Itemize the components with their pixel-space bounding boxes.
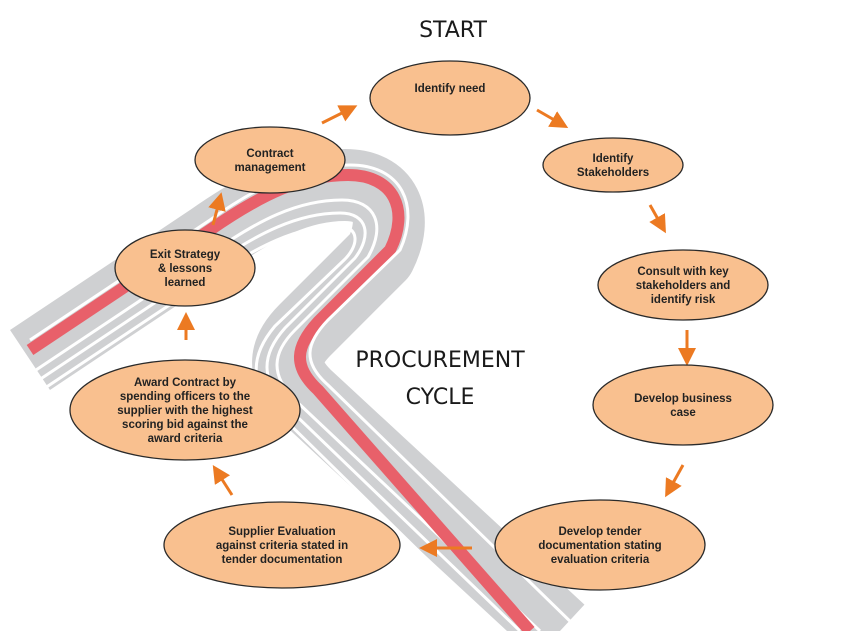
node-label-line: Develop tender xyxy=(558,526,642,538)
node-ellipse xyxy=(597,249,769,321)
track-grey-band xyxy=(10,149,585,631)
node-ellipse xyxy=(69,359,301,461)
node-label-line: learned xyxy=(165,277,206,289)
node-label-line: documentation stating xyxy=(538,540,661,552)
node-label-line: & lessons xyxy=(158,263,212,275)
cycle-title-line-1: PROCUREMENT xyxy=(355,348,525,373)
node-label-line: spending officers to the xyxy=(120,391,250,403)
arrow-supplier-evaluation-to-award-contract xyxy=(212,464,234,496)
node-identify-need[interactable]: Identify need xyxy=(369,60,531,136)
node-label-line: tender documentation xyxy=(222,554,343,566)
node-label-line: Exit Strategy xyxy=(150,249,221,261)
node-label-line: Supplier Evaluation xyxy=(228,526,335,538)
node-develop-business-case[interactable]: Develop business case xyxy=(592,364,774,446)
process-nodes: Identify needIdentifyStakeholdersConsult… xyxy=(69,60,774,591)
node-ellipse xyxy=(194,126,346,194)
cycle-title-line-2: CYCLE xyxy=(406,385,475,410)
node-ellipse xyxy=(114,229,256,307)
node-award-contract[interactable]: Award Contract by spending officers to th… xyxy=(69,359,301,461)
flow-arrows xyxy=(177,105,696,557)
arrow-exit-strategy-to-contract-management xyxy=(208,192,226,226)
node-label-line: stakeholders and xyxy=(636,280,731,292)
node-label-line: scoring bid against the xyxy=(122,419,248,431)
node-label-line: evaluation criteria xyxy=(551,554,650,566)
arrow-contract-management-to-identify-need xyxy=(321,105,358,125)
node-label-line: case xyxy=(670,407,696,419)
node-label-line: supplier with the highest xyxy=(117,405,253,417)
node-ellipse xyxy=(369,60,531,136)
node-label-line: Consult with key xyxy=(637,266,729,278)
node-label-line: identify risk xyxy=(651,294,716,306)
node-exit-strategy[interactable]: Exit Strategy & lessons learned xyxy=(114,229,256,307)
node-develop-tender-documentation[interactable]: Develop tender documentation stating evalu… xyxy=(494,499,706,591)
track-lane-line xyxy=(29,211,522,631)
node-ellipse xyxy=(542,137,684,193)
node-label-line: against criteria stated in xyxy=(216,540,348,552)
node-ellipse xyxy=(494,499,706,591)
arrow-develop-business-case-to-develop-tender-documentation xyxy=(665,464,685,498)
node-label-line: Identify xyxy=(593,153,634,165)
track-lane-line xyxy=(29,198,542,631)
node-supplier-evaluation[interactable]: Supplier Evaluation against criteria stat… xyxy=(163,501,401,589)
node-label-line: award criteria xyxy=(148,433,223,445)
node-label-line: Identify need xyxy=(415,83,486,95)
arrow-identify-need-to-identify-stakeholders xyxy=(536,108,569,128)
start-label: START xyxy=(419,18,487,43)
node-consult-stakeholders[interactable]: Consult with key stakeholders and identify… xyxy=(597,249,769,321)
node-label-line: management xyxy=(235,162,306,174)
node-label-line: Contract xyxy=(246,148,293,160)
node-label-line: Award Contract by xyxy=(134,377,237,389)
node-label-line: Develop business xyxy=(634,393,732,405)
track-red-lane xyxy=(26,169,535,631)
arrow-identify-stakeholders-to-consult-stakeholders xyxy=(648,204,666,234)
node-ellipse xyxy=(163,501,401,589)
node-ellipse xyxy=(592,364,774,446)
node-contract-management[interactable]: Contract management xyxy=(194,126,346,194)
node-label-line: Stakeholders xyxy=(577,167,649,179)
